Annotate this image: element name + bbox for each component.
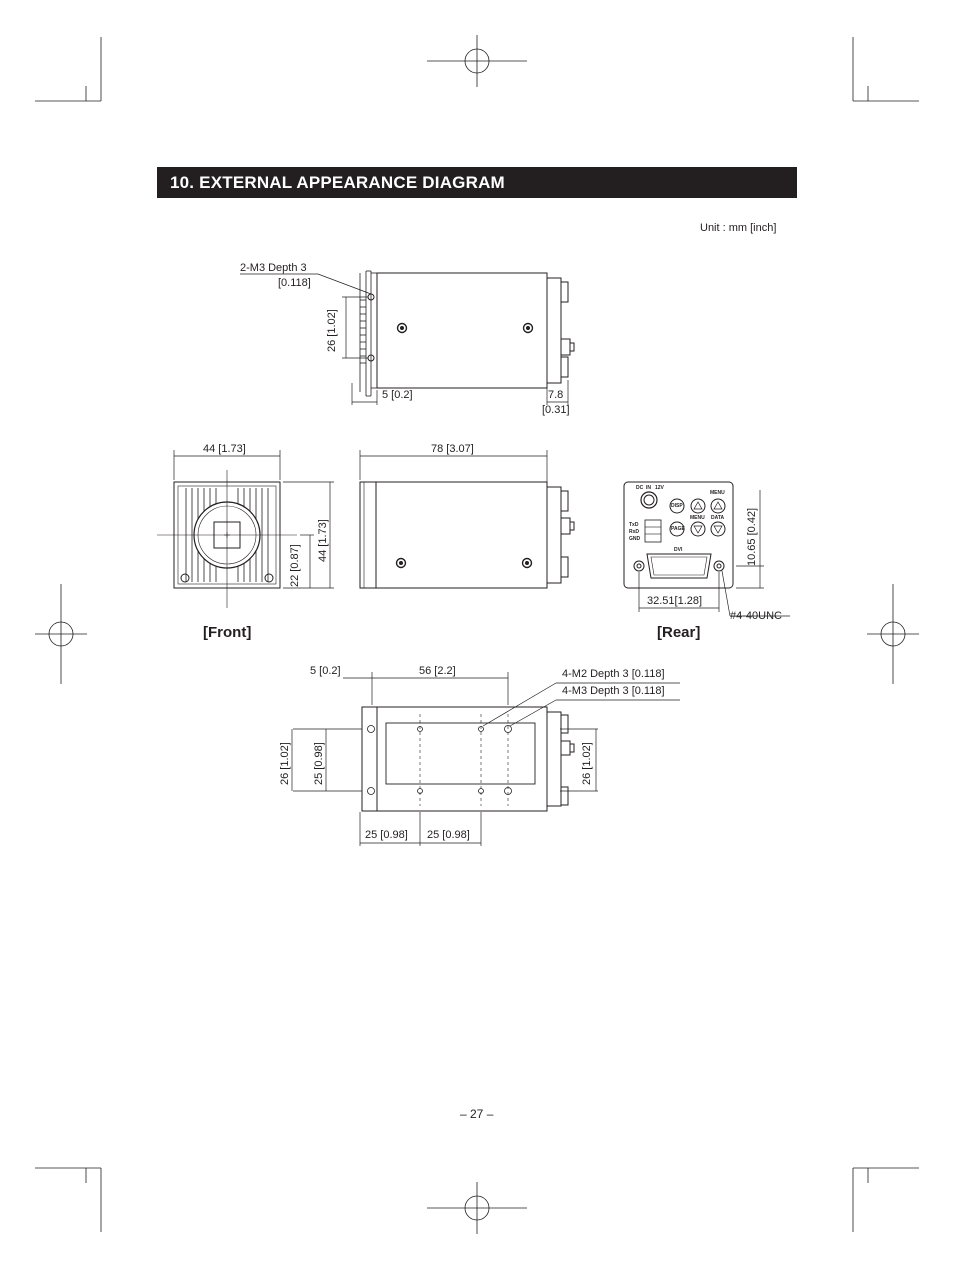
rear-view-label: [Rear] — [657, 624, 701, 641]
panel-in-label: IN — [646, 485, 651, 491]
panel-dvi-label: DVI — [674, 547, 683, 553]
page-number: – 27 – — [460, 1107, 494, 1121]
panel-disp-label: DISP — [671, 503, 683, 509]
panel-menu-label: MENU — [690, 515, 705, 521]
bottom-dim-height-right: 26 [1.02] — [581, 742, 593, 785]
top-dim-rear: 7.8 — [548, 389, 564, 401]
side-dim-length: 78 [3.07] — [431, 443, 474, 455]
panel-12v-label: 12V — [655, 485, 664, 491]
bottom-dim-right: 25 [0.98] — [427, 829, 470, 841]
panel-data-label: DATA — [711, 515, 725, 521]
front-dim-width: 44 [1.73] — [203, 443, 246, 455]
top-dim-height: 26 [1.02] — [326, 309, 338, 352]
bottom-dim-height-left: 26 [1.02] — [279, 742, 291, 785]
section-title-bar: 10. EXTERNAL APPEARANCE DIAGRAM — [157, 167, 797, 198]
bottom-view — [291, 672, 680, 846]
registration-marks — [35, 35, 919, 1234]
panel-menu-top-label: MENU — [710, 490, 725, 496]
top-hole-note: 2-M3 Depth 3 — [240, 262, 307, 274]
side-view — [359, 450, 575, 589]
panel-rxd-label: RxD — [629, 529, 640, 535]
page-title: 10. EXTERNAL APPEARANCE DIAGRAM — [170, 173, 505, 192]
rear-view — [623, 481, 790, 617]
front-dim-height: 44 [1.73] — [317, 519, 329, 562]
front-view-label: [Front] — [203, 624, 252, 641]
bottom-dim-offset: 5 [0.2] — [310, 665, 341, 677]
top-hole-note-inch: [0.118] — [278, 277, 311, 289]
panel-page-label: PAGE — [671, 526, 685, 532]
panel-gnd-label: GND — [629, 536, 641, 542]
bottom-note-m2: 4-M2 Depth 3 [0.118] — [562, 668, 665, 680]
bottom-dim-span: 56 [2.2] — [419, 665, 456, 677]
top-dim-rear-inch: [0.31] — [542, 404, 570, 416]
bottom-note-m3: 4-M3 Depth 3 [0.118] — [562, 685, 665, 697]
panel-dc-label: DC — [636, 485, 644, 491]
top-dim-offset: 5 [0.2] — [382, 389, 413, 401]
rear-dim-height: 10.65 [0.42] — [746, 507, 758, 566]
panel-txd-label: TxD — [629, 522, 639, 528]
bottom-dim-inner: 25 [0.98] — [313, 742, 325, 785]
crop-marks — [35, 37, 919, 1232]
front-dim-center: 22 [0.87] — [289, 544, 301, 587]
front-view — [157, 450, 334, 608]
unit-note: Unit : mm [inch] — [700, 222, 777, 234]
bottom-dim-left: 25 [0.98] — [365, 829, 408, 841]
top-view — [240, 270, 575, 405]
rear-screw-note: #4-40UNC — [730, 610, 782, 622]
rear-dim-pitch: 32.51[1.28] — [647, 595, 703, 607]
